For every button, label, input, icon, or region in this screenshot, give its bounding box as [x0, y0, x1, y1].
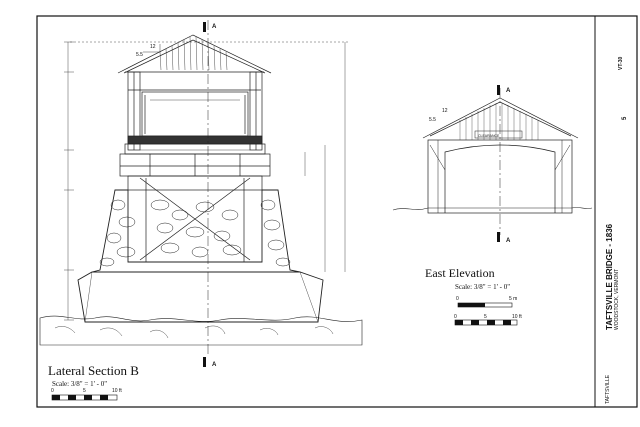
bar-label: 5 [83, 388, 86, 394]
stones [99, 199, 291, 267]
roof-pitch-rise: 12 [150, 44, 156, 50]
roof-hatch [159, 36, 228, 71]
lateral-section-drawing [39, 20, 363, 355]
riverbed-rocks [39, 315, 363, 346]
east-elevation-drawing [392, 88, 593, 235]
bar-label: 5 m [509, 296, 517, 302]
title-block-bridge-name: TAFTSVILLE BRIDGE - 1836 [605, 223, 614, 330]
roof-outline [117, 34, 272, 74]
gable-siding [459, 103, 539, 140]
bar-label: 10 ft [512, 314, 522, 320]
portal-frame [427, 139, 573, 214]
stone-abutment [91, 189, 301, 273]
east-elevation-scale: Scale: 3/8" = 1' - 0" [455, 283, 511, 291]
ground-line-east [392, 207, 593, 211]
section-mark-top-east: A [506, 88, 511, 94]
bar-label: 0 [454, 314, 457, 320]
roof-pitch-run: 5.5 [136, 52, 143, 58]
scale-bar-east-feet [454, 319, 518, 326]
deck [127, 135, 263, 145]
east-elevation-title: East Elevation [425, 266, 495, 280]
gable-outline [422, 97, 579, 139]
title-block-town: TAFTSVILLE [605, 374, 611, 404]
section-mark-top-lateral: A [212, 24, 217, 30]
east-roof-pitch-rise: 12 [442, 108, 448, 114]
bar-label: 10 ft [112, 388, 122, 394]
title-block-sheet-number: 5 [622, 116, 628, 120]
lateral-section-scale: Scale: 3/8" = 1' - 0" [52, 380, 108, 388]
clearance-sign-text: CLEARANCE [478, 134, 500, 138]
title-block-survey-number: VT-30 [618, 56, 624, 70]
section-mark-bottom-east: A [506, 238, 511, 244]
lateral-section-title: Lateral Section B [48, 363, 139, 378]
clearance-sign [474, 130, 523, 139]
section-mark-bottom-lateral: A [212, 362, 217, 368]
scale-bar-east-metric [457, 302, 513, 308]
east-roof-pitch-run: 5.5 [429, 117, 436, 123]
dimension-lines [64, 41, 350, 321]
bar-label: 0 [51, 388, 54, 394]
title-block-location: WOODSTOCK, VERMONT [614, 268, 620, 330]
bar-label: 0 [456, 296, 459, 302]
concrete-footing [77, 271, 324, 323]
sheet-outer-border [36, 15, 638, 408]
bar-label: 5 [484, 314, 487, 320]
scale-bar-lateral-feet [51, 394, 118, 401]
